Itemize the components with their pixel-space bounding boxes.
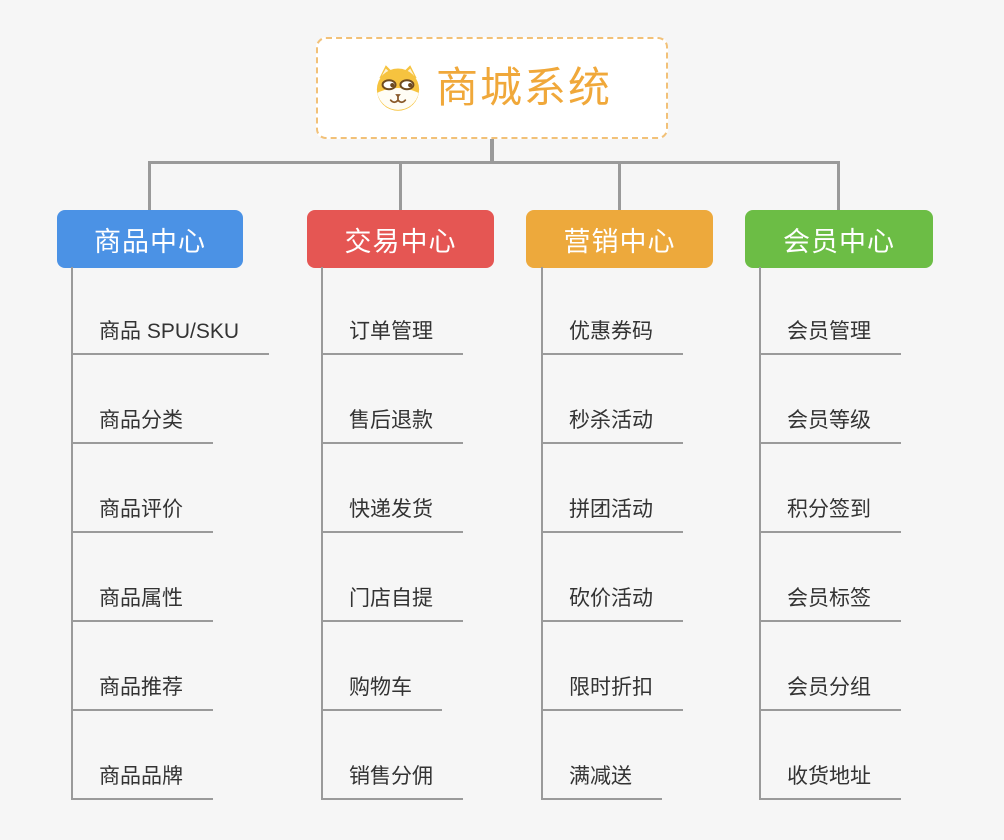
branch-node-trade[interactable]: 交易中心: [307, 210, 494, 268]
connector-horizontal: [148, 161, 840, 164]
branch-node-marketing[interactable]: 营销中心: [526, 210, 713, 268]
connector-branch-drop: [399, 161, 402, 212]
leaf-node[interactable]: 秒杀活动: [541, 408, 683, 444]
leaf-node[interactable]: 商品评价: [71, 497, 213, 533]
leaf-node[interactable]: 满减送: [541, 764, 662, 800]
leaf-node[interactable]: 商品属性: [71, 586, 213, 622]
leaf-node[interactable]: 会员管理: [759, 319, 901, 355]
branch-node-product[interactable]: 商品中心: [57, 210, 243, 268]
leaf-node[interactable]: 门店自提: [321, 586, 463, 622]
connector-branch-drop: [618, 161, 621, 212]
column-spine: [541, 267, 543, 800]
leaf-node[interactable]: 优惠券码: [541, 319, 683, 355]
leaf-node[interactable]: 砍价活动: [541, 586, 683, 622]
column-spine: [71, 267, 73, 800]
leaf-node[interactable]: 收货地址: [759, 764, 901, 800]
leaf-node[interactable]: 购物车: [321, 675, 442, 711]
leaf-node[interactable]: 商品推荐: [71, 675, 213, 711]
leaf-node[interactable]: 快递发货: [321, 497, 463, 533]
leaf-node[interactable]: 商品 SPU/SKU: [71, 319, 270, 355]
dog-icon: [376, 65, 420, 111]
column-spine: [321, 267, 323, 800]
leaf-node[interactable]: 商品分类: [71, 408, 213, 444]
leaf-node[interactable]: 订单管理: [321, 319, 463, 355]
leaf-node[interactable]: 销售分佣: [321, 764, 463, 800]
leaf-node[interactable]: 积分签到: [759, 497, 901, 533]
branch-node-member[interactable]: 会员中心: [745, 210, 933, 268]
leaf-node[interactable]: 售后退款: [321, 408, 463, 444]
leaf-node[interactable]: 商品品牌: [71, 764, 213, 800]
leaf-node[interactable]: 会员标签: [759, 586, 901, 622]
connector-branch-drop: [148, 161, 151, 212]
leaf-node[interactable]: 会员等级: [759, 408, 901, 444]
root-node[interactable]: 商城系统: [316, 37, 668, 139]
leaf-node[interactable]: 限时折扣: [541, 675, 683, 711]
leaf-node[interactable]: 拼团活动: [541, 497, 683, 533]
leaf-node[interactable]: 会员分组: [759, 675, 901, 711]
connector-branch-drop: [837, 161, 840, 212]
root-title: 商城系统: [435, 64, 612, 111]
column-spine: [759, 267, 761, 800]
connector-root-drop: [490, 139, 494, 163]
